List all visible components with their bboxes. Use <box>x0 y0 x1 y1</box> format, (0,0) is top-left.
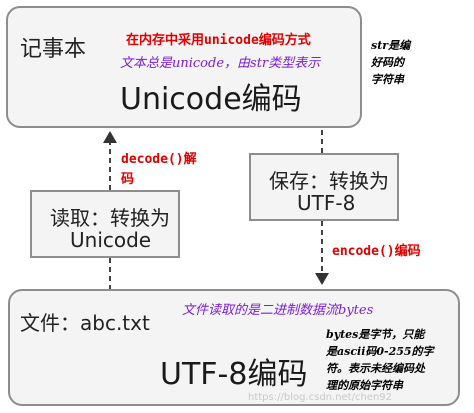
str-note-line: str是编 <box>371 39 411 52</box>
file-label: 文件：abc.txt <box>20 311 150 335</box>
bytes-note-line: 理的原始字符串 <box>326 379 403 392</box>
memory-box: 记事本 在内存中采用unicode编码方式 文本总是unicode，由str类型… <box>6 6 362 128</box>
str-note-line: 好码的 <box>371 56 404 69</box>
save-box: 保存：转换为 UTF-8 <box>249 153 399 221</box>
decode-note-line: 码 <box>121 172 135 187</box>
bytes-note-line: 是ascii码0-255的字 <box>326 345 434 358</box>
watermark: https://blog.csdn.net/chen92 <box>248 392 393 403</box>
encode-arrow <box>315 221 329 285</box>
encode-note: encode()编码 <box>332 244 421 259</box>
file-box: 文件：abc.txt 文件读取的是二进制数据流bytes UTF-8编码 <box>8 289 460 406</box>
decode-note: decode()解 码 <box>121 150 197 190</box>
str-note: str是编 好码的 字符串 <box>371 37 441 88</box>
bytes-note-line: 符。表示未经编码处 <box>326 362 425 375</box>
str-note-line: 字符串 <box>371 73 404 86</box>
decode-arrow <box>103 131 117 190</box>
bytes-note-line: bytes是字节，只能 <box>326 328 425 341</box>
memory-encoding-note: 在内存中采用unicode编码方式 <box>126 33 311 48</box>
unicode-title: Unicode编码 <box>120 82 302 117</box>
notepad-label: 记事本 <box>20 37 87 62</box>
save-target: UTF-8 <box>297 191 356 215</box>
read-target: Unicode <box>70 228 152 252</box>
utf8-title: UTF-8编码 <box>160 357 308 392</box>
bytes-note: bytes是字节，只能 是ascii码0-255的字 符。表示未经编码处 理的原… <box>326 326 466 394</box>
read-label: 读取：转换为 <box>50 206 170 230</box>
read-box: 读取：转换为 Unicode <box>30 190 180 258</box>
decode-note-line: decode()解 <box>121 152 197 167</box>
text-type-note: 文本总是unicode，由str类型表示 <box>120 56 321 71</box>
save-label: 保存：转换为 <box>269 169 389 193</box>
binary-stream-note: 文件读取的是二进制数据流bytes <box>182 303 374 318</box>
